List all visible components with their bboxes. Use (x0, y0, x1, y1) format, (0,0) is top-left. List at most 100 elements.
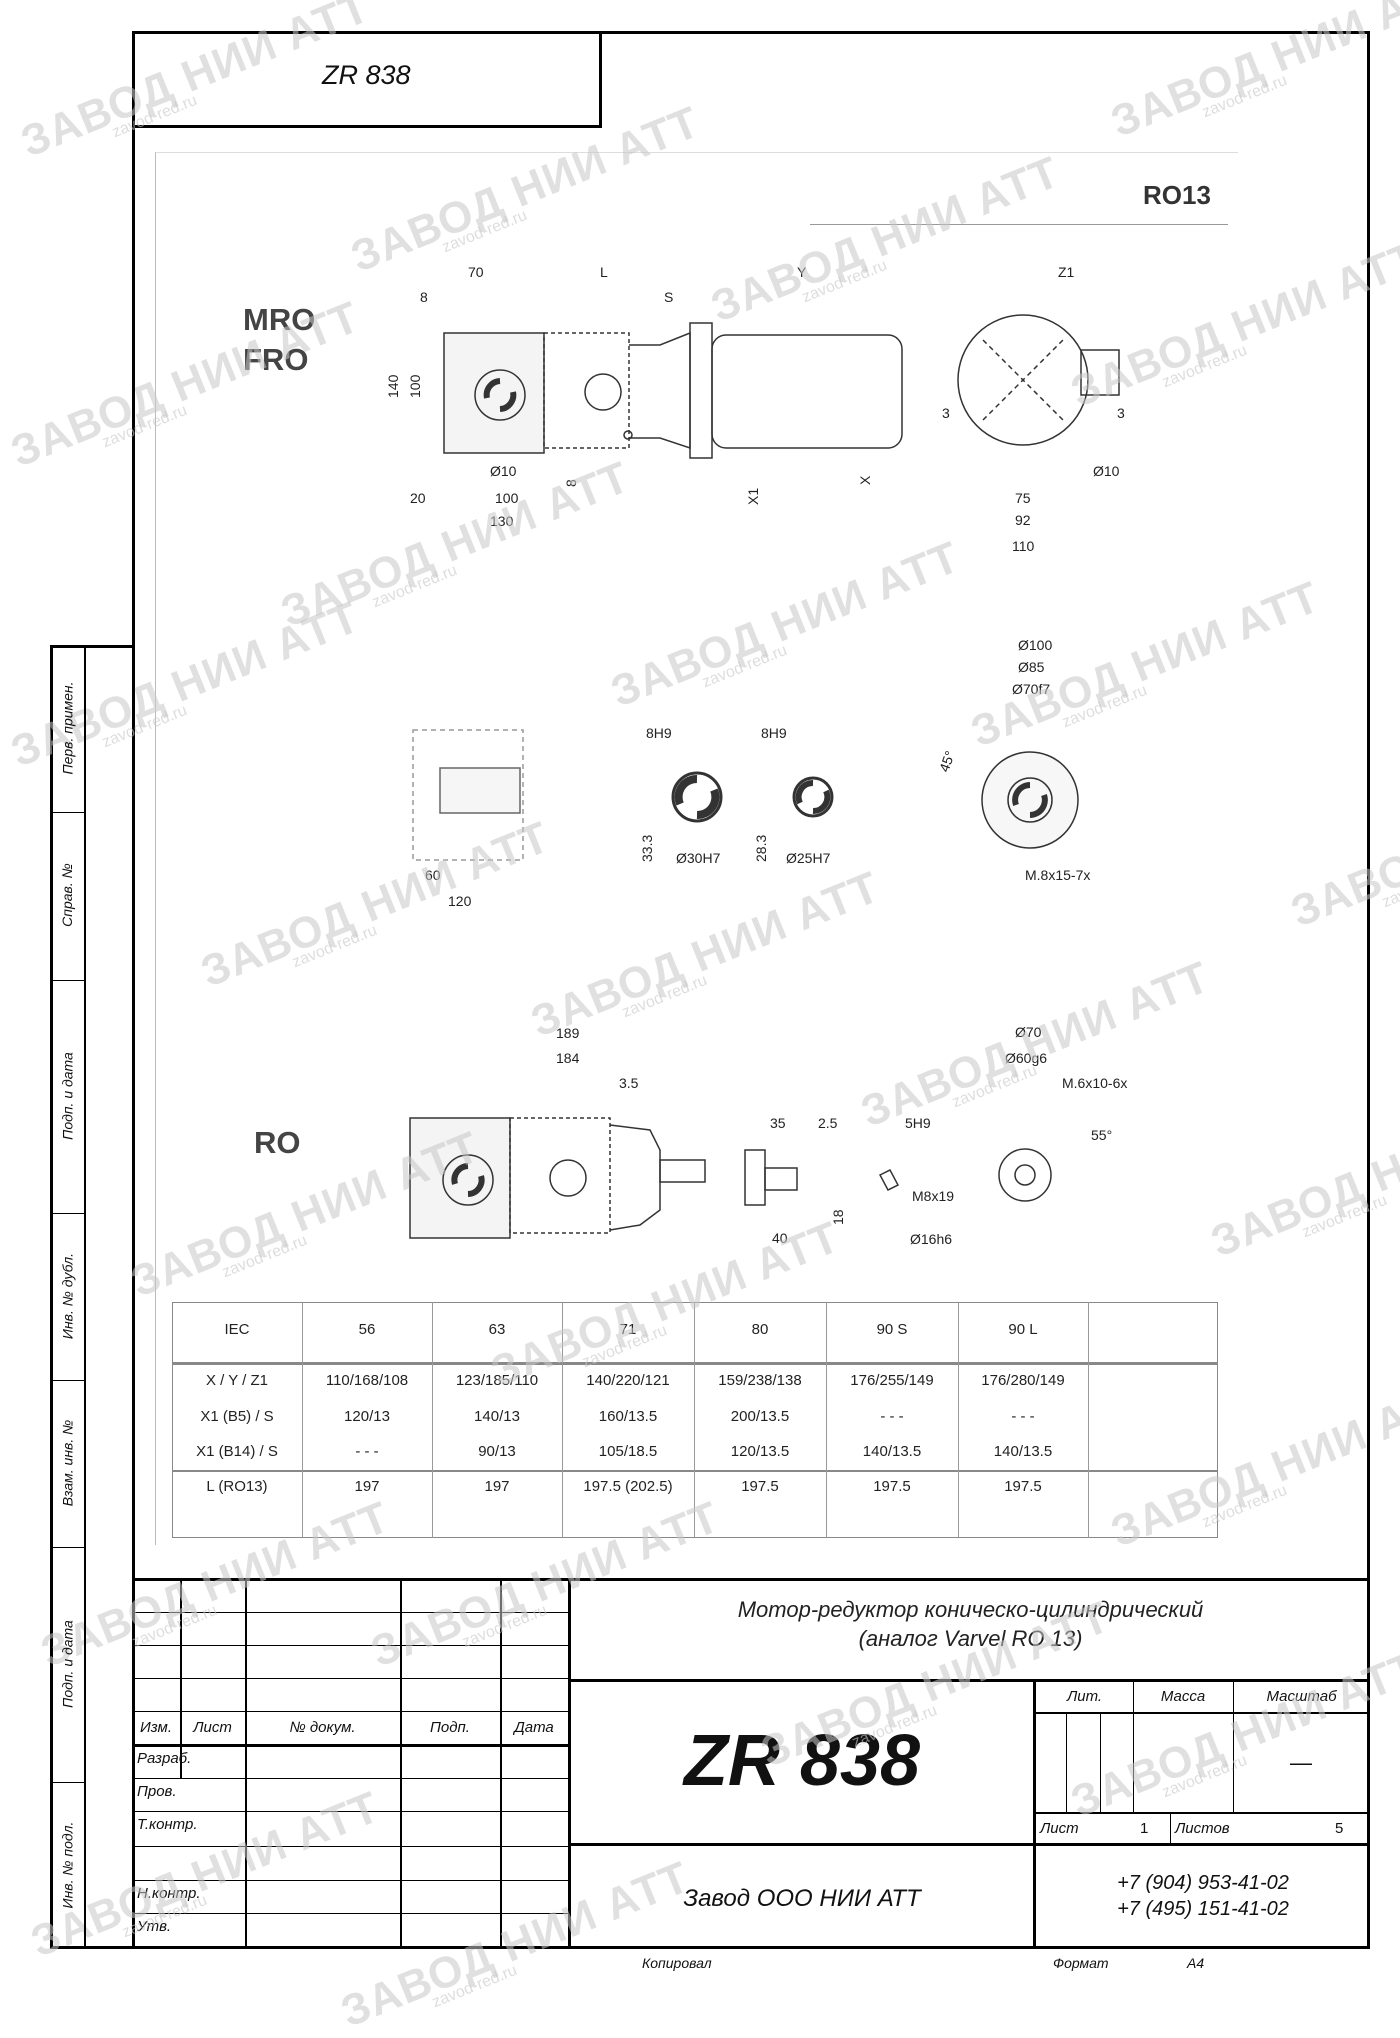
dimension-label-ro: 5H9 (905, 1115, 931, 1131)
table-cell: L (RO13) (206, 1478, 268, 1495)
dimension-label-top: 92 (1015, 512, 1031, 528)
sheet-title: RO13 (1143, 180, 1211, 210)
copied-label: Копировал (642, 1955, 712, 1971)
side-label-cell (50, 980, 85, 1213)
table-cell: 197.5 (1004, 1478, 1042, 1495)
title-rule-vertical (1033, 1679, 1036, 1949)
title-grid-row (132, 1811, 568, 1812)
title-col-header: Дата (514, 1719, 554, 1736)
title-grid-row-bold (132, 1744, 568, 1747)
header-tab (132, 31, 602, 128)
dimension-label-top: X (857, 475, 873, 485)
dimension-label-mid: 8H9 (761, 725, 787, 741)
table-cell: X / Y / Z1 (206, 1372, 268, 1389)
scale-value: — (1290, 1750, 1312, 1775)
table-cell: 120/13 (344, 1408, 390, 1425)
document-designation: ZR 838 (683, 1721, 921, 1801)
gearbox-end-view (957, 314, 1120, 446)
phone-1: +7 (904) 953-41-02 (1117, 1872, 1289, 1894)
table-cell: - - - (355, 1443, 379, 1460)
lit-subcol-rule (1066, 1714, 1067, 1812)
dimension-label-top: 130 (490, 513, 514, 529)
table-cell: 140/220/121 (586, 1372, 670, 1389)
title-grid-col (180, 1581, 182, 1778)
title-role-label: Т.контр. (137, 1816, 198, 1833)
dimension-label-top: 100 (407, 374, 423, 398)
table-header-cell: IEC (224, 1321, 250, 1338)
title-col-header: Изм. (140, 1719, 172, 1736)
dimension-label-top: 8 (563, 479, 579, 487)
dimension-label-ro: 184 (556, 1050, 580, 1066)
title-role-label: Н.контр. (137, 1885, 201, 1902)
gearbox-side-view (443, 322, 903, 459)
table-cell: - - - (1011, 1408, 1035, 1425)
title-grid-col (400, 1581, 402, 1949)
sheets-col-rule (1170, 1814, 1171, 1845)
scale-col-rule (1233, 1682, 1234, 1812)
title-grid-row (132, 1678, 568, 1679)
document-description-line1: Мотор-редуктор коническо-цилиндрический (737, 1597, 1204, 1622)
table-cell: 197 (354, 1478, 380, 1495)
table-cell: 197.5 (741, 1478, 779, 1495)
title-grid-row (132, 1612, 568, 1613)
flange-view (981, 751, 1079, 849)
table-header-rule (172, 1362, 1218, 1365)
side-label: Перв. примен. (59, 680, 75, 775)
table-header-cell: 56 (358, 1321, 376, 1338)
dimension-label-mid: M.8x15-7x (1025, 867, 1090, 883)
table-header-cell: 80 (751, 1321, 769, 1338)
lit-label: Лит. (1066, 1688, 1103, 1705)
title-block-divider (568, 1578, 571, 1949)
dimension-label-mid: 33.3 (639, 835, 655, 862)
dimension-label-mid: 28.3 (753, 835, 769, 862)
table-column-line (432, 1302, 433, 1538)
hollow-shaft-view (412, 729, 524, 861)
dimension-label-top: 70 (468, 264, 484, 280)
table-header-cell: 90 S (876, 1321, 908, 1338)
dimension-label-mid: 60 (425, 867, 441, 883)
title-col-header: Подп. (430, 1719, 470, 1736)
dimension-label-ro: M8x19 (912, 1188, 954, 1204)
ro-shaft-view (744, 1148, 1052, 1206)
side-label: Подп. и дата (59, 1619, 75, 1708)
side-label: Подп. и дата (59, 1051, 75, 1140)
table-cell: X1 (B14) / S (196, 1443, 278, 1460)
dimension-label-top: Z1 (1058, 264, 1075, 280)
title-col-header: № докум. (289, 1719, 356, 1736)
phone-2: +7 (495) 151-41-02 (1117, 1898, 1289, 1920)
table-cell: 140/13 (474, 1408, 520, 1425)
ro-gearbox-view (409, 1117, 706, 1239)
table-row-rule (172, 1470, 1218, 1472)
side-label-cell (50, 1380, 85, 1547)
bore-sections (671, 771, 834, 823)
table-cell: 159/238/138 (718, 1372, 802, 1389)
title-block-top-rule (132, 1578, 1370, 1581)
dimension-label-mid: Ø70f7 (1012, 681, 1050, 697)
lit-row-rule (1036, 1712, 1370, 1714)
table-cell: 105/18.5 (598, 1443, 658, 1460)
dimension-label-ro: 40 (772, 1230, 788, 1246)
title-col-header: Лист (193, 1719, 232, 1736)
table-cell: 200/13.5 (730, 1408, 790, 1425)
table-cell: 123/185/110 (455, 1372, 539, 1389)
table-cell: 197 (484, 1478, 510, 1495)
side-label-cell (50, 645, 85, 812)
dimension-label-mid: Ø100 (1018, 637, 1052, 653)
sheet-number: 1 (1140, 1820, 1149, 1837)
sheets-total: 5 (1335, 1820, 1344, 1837)
drawing-frame (132, 31, 1370, 1949)
dimension-label-ro: 55° (1091, 1127, 1112, 1143)
scale-label: Масштаб (1266, 1688, 1337, 1705)
drawing-sheet (155, 152, 1238, 1545)
title-rule-3 (568, 1843, 1370, 1846)
dimension-label-top: X1 (745, 488, 761, 505)
mass-label: Масса (1160, 1688, 1206, 1705)
dimension-label-mid: Ø30H7 (676, 850, 721, 866)
sheet-title-rule (810, 224, 1228, 225)
table-cell: 197.5 (202.5) (583, 1478, 673, 1495)
table-header-cell: 63 (488, 1321, 506, 1338)
side-label-cell (50, 812, 85, 980)
table-cell: 120/13.5 (730, 1443, 790, 1460)
table-cell: 110/168/108 (325, 1372, 409, 1389)
